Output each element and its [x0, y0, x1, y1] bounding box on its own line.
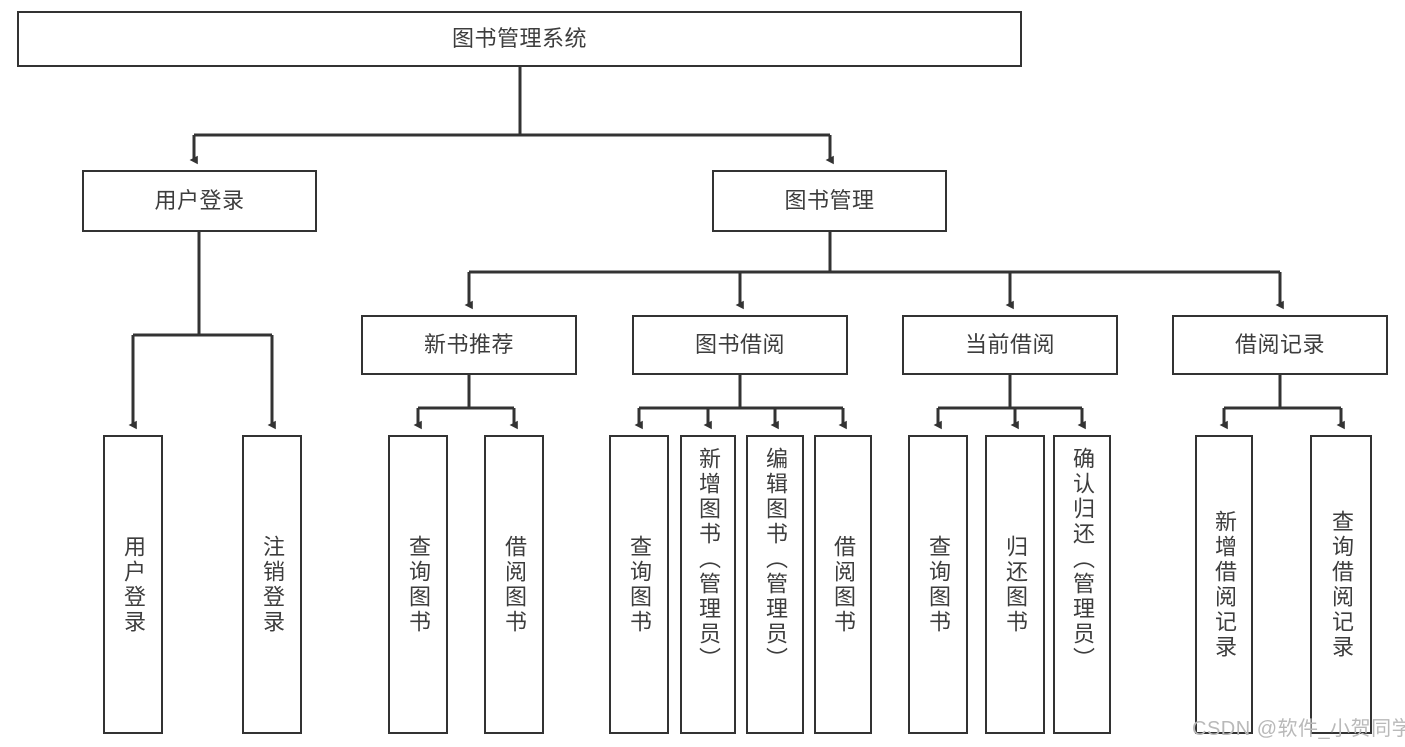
leaf-borrow-book-recommend-label: 借阅图书: [502, 534, 527, 635]
leaf-return-book[interactable]: 归还图书: [985, 435, 1045, 734]
node-root-label: 图书管理系统: [451, 26, 587, 52]
leaf-add-borrow-record[interactable]: 新增借阅记录: [1195, 435, 1253, 734]
node-book-management[interactable]: 图书管理: [712, 170, 947, 232]
leaf-query-book-borrow[interactable]: 查询图书: [609, 435, 669, 734]
leaf-borrow-book[interactable]: 借阅图书: [814, 435, 872, 734]
leaf-edit-book-admin-label: 编辑图书（管理员）: [763, 447, 788, 672]
node-current-borrow-label: 当前借阅: [964, 332, 1055, 358]
node-user-login-label: 用户登录: [154, 188, 245, 214]
leaf-query-book-current[interactable]: 查询图书: [908, 435, 968, 734]
leaf-confirm-return-admin-label: 确认归还（管理员）: [1070, 447, 1095, 672]
leaf-user-login[interactable]: 用户登录: [103, 435, 163, 734]
leaf-add-borrow-record-label: 新增借阅记录: [1212, 509, 1237, 660]
leaf-user-logout-label: 注销登录: [260, 534, 285, 635]
leaf-query-book-recommend[interactable]: 查询图书: [388, 435, 448, 734]
leaf-add-book-admin-label: 新增图书（管理员）: [696, 447, 721, 672]
leaf-query-book-borrow-label: 查询图书: [627, 534, 652, 635]
node-borrow-record-label: 借阅记录: [1234, 332, 1325, 358]
node-new-book-recommend-label: 新书推荐: [423, 332, 514, 358]
node-book-borrow[interactable]: 图书借阅: [632, 315, 848, 375]
leaf-add-book-admin[interactable]: 新增图书（管理员）: [680, 435, 736, 734]
leaf-borrow-book-recommend[interactable]: 借阅图书: [484, 435, 544, 734]
leaf-user-logout[interactable]: 注销登录: [242, 435, 302, 734]
node-new-book-recommend[interactable]: 新书推荐: [361, 315, 577, 375]
node-user-login[interactable]: 用户登录: [82, 170, 317, 232]
leaf-query-borrow-record-label: 查询借阅记录: [1329, 509, 1354, 660]
node-book-borrow-label: 图书借阅: [694, 332, 785, 358]
leaf-borrow-book-label: 借阅图书: [831, 534, 856, 635]
leaf-confirm-return-admin[interactable]: 确认归还（管理员）: [1053, 435, 1111, 734]
leaf-query-book-recommend-label: 查询图书: [406, 534, 431, 635]
leaf-user-login-label: 用户登录: [121, 534, 146, 635]
leaf-edit-book-admin[interactable]: 编辑图书（管理员）: [746, 435, 804, 734]
leaf-return-book-label: 归还图书: [1003, 534, 1028, 635]
leaf-query-borrow-record[interactable]: 查询借阅记录: [1310, 435, 1372, 734]
leaf-query-book-current-label: 查询图书: [926, 534, 951, 635]
node-book-management-label: 图书管理: [784, 188, 875, 214]
node-root[interactable]: 图书管理系统: [17, 11, 1022, 67]
node-borrow-record[interactable]: 借阅记录: [1172, 315, 1388, 375]
node-current-borrow[interactable]: 当前借阅: [902, 315, 1118, 375]
